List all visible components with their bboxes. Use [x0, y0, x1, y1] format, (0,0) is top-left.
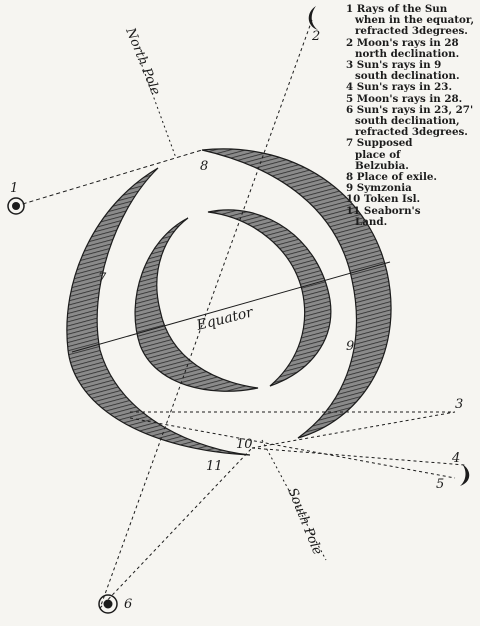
legend-line: refracted 3degrees.: [355, 126, 468, 139]
point-label-7: 7: [98, 271, 107, 286]
point-label-2: 2: [311, 29, 320, 44]
ray-3: [251, 411, 456, 449]
point-label-11: 11: [206, 459, 223, 474]
legend-line: 9 Symzonia: [346, 182, 412, 195]
inner-shell-right: [207, 209, 332, 387]
legend-line: refracted 3degrees.: [355, 25, 468, 38]
legend-item-9: 9 Symzonia: [346, 183, 478, 194]
point-label-9: 9: [346, 339, 354, 354]
legend-line: 11 Seaborn's: [346, 204, 421, 217]
point-label-10: 10: [236, 437, 253, 452]
legend-item-6: 6 Sun's rays in 23, 27'south declination…: [346, 103, 478, 139]
legend-line: 5 Moon's rays in 28.: [346, 92, 463, 105]
moon-icon-5: [460, 464, 470, 486]
legend-line: 4 Sun's rays in 23.: [346, 81, 453, 94]
ray-5: [129, 417, 456, 479]
legend-item-10: 10 Token Isl.: [346, 194, 478, 205]
ray-1: [15, 149, 203, 207]
outer-shell-left: [66, 167, 251, 456]
legend-line: 7 Supposed: [346, 137, 413, 150]
legend-line: 1 Rays of the Sun: [346, 3, 448, 15]
south-pole-label: South Pole: [284, 486, 325, 557]
point-label-1: 1: [10, 181, 18, 196]
point-label-4: 4: [451, 451, 460, 466]
legend-line: 8 Place of exile.: [346, 171, 438, 184]
legend-item-5: 5 Moon's rays in 28.: [346, 92, 478, 105]
sun-icon-6: [98, 594, 118, 614]
north-pole-label: North Pole: [122, 25, 163, 98]
moon-icon: [308, 6, 318, 30]
polar-axis: [99, 19, 313, 609]
legend-line: south declination.: [355, 70, 460, 83]
equator-line: [71, 261, 391, 353]
inner-shell-left: [134, 217, 259, 392]
sun-icon: [7, 197, 25, 215]
legend-item-8: 8 Place of exile.: [346, 171, 478, 184]
legend-line: south declination,: [355, 115, 460, 128]
legend-line: 10 Token Isl.: [346, 193, 421, 206]
legend-line: 6 Sun's rays in 23, 27': [346, 103, 474, 116]
legend-item-4: 4 Sun's rays in 23.: [346, 82, 478, 93]
point-label-3: 3: [455, 397, 463, 412]
legend-line: 2 Moon's rays in 28: [346, 36, 459, 49]
legend-line: when in the equator,: [355, 14, 475, 27]
point-label-5: 5: [436, 477, 444, 492]
legend-line: north declination.: [355, 47, 460, 60]
point-label-8: 8: [200, 159, 208, 174]
legend-line: Land.: [355, 215, 388, 228]
legend-line: Belzubia.: [355, 159, 409, 172]
legend-line: 3 Sun's rays in 9: [346, 59, 442, 72]
legend-line: place of: [355, 148, 401, 161]
point-label-6: 6: [124, 597, 132, 612]
ray-6: [99, 447, 253, 609]
outer-shell-right: [201, 148, 392, 439]
ray-4: [251, 447, 466, 466]
